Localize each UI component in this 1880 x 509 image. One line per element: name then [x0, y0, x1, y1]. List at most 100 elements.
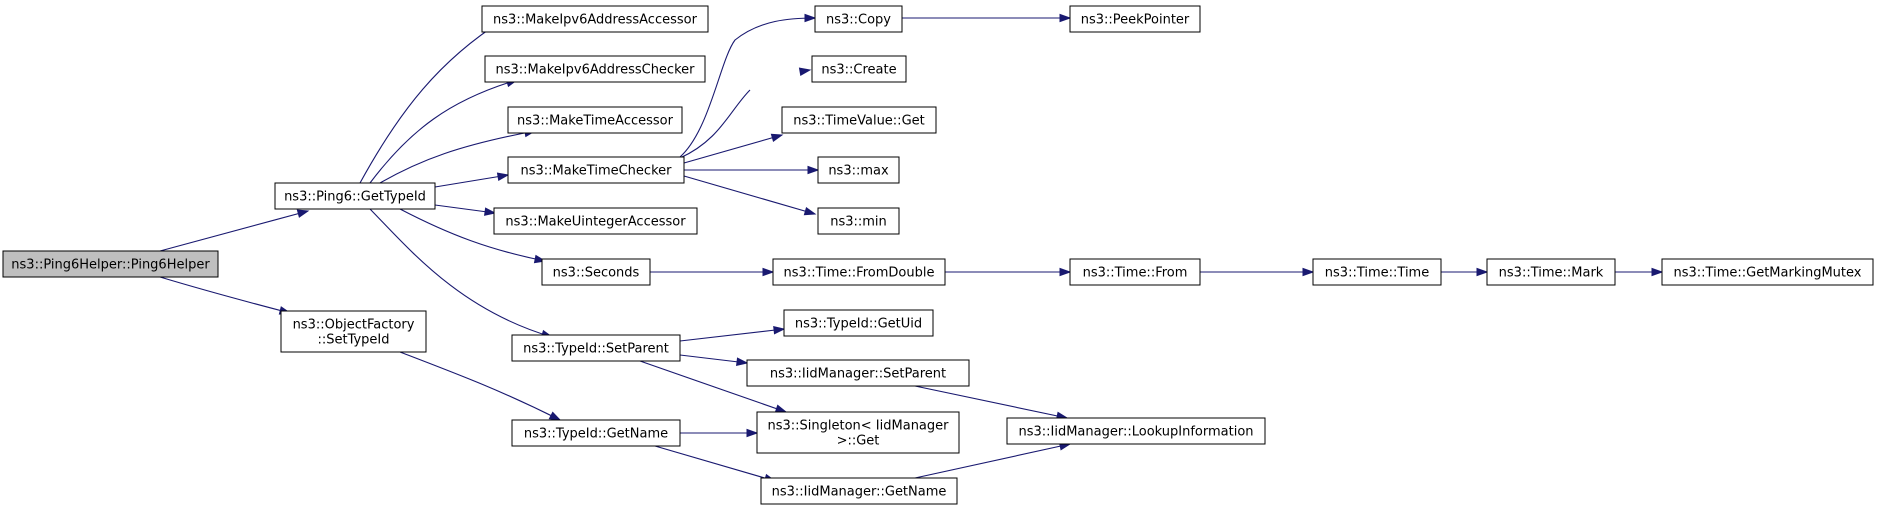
node-box: [507, 156, 685, 184]
node-box: [811, 55, 907, 83]
arrowhead: [762, 267, 775, 277]
edge-line: [434, 174, 509, 188]
node-label: ns3::IidManager::LookupInformation: [1018, 425, 1253, 440]
node-label: ns3::Seconds: [553, 266, 640, 281]
node-box: [1006, 417, 1266, 445]
node-label: ns3::Time::Time: [1325, 266, 1429, 281]
edge-time_fromdouble-to-time_from: [945, 267, 1072, 277]
node-typeid-getname[interactable]: ns3::TypeId::GetName: [511, 419, 681, 447]
node-iidmanager-getname[interactable]: ns3::IidManager::GetName: [760, 477, 958, 505]
node-label: ns3::min: [830, 215, 887, 230]
node-box: [1661, 258, 1874, 286]
arrowhead: [484, 207, 497, 216]
node-peekpointer[interactable]: ns3::PeekPointer: [1069, 5, 1201, 33]
edge-time_time-to-time_mark: [1441, 267, 1489, 277]
edge-line: [683, 134, 783, 164]
arrowhead: [807, 165, 820, 175]
node-time-getmarkingmutex[interactable]: ns3::Time::GetMarkingMutex: [1661, 258, 1874, 286]
node-box: [756, 411, 960, 454]
edge-copy-to-peekpointer: [902, 13, 1072, 23]
arrowhead: [770, 133, 784, 143]
node-time-fromdouble[interactable]: ns3::Time::FromDouble: [772, 258, 946, 286]
edge-ping6_gettypeid-to-maketimechecker: [434, 172, 510, 188]
node-box: [814, 5, 903, 33]
arrowhead: [296, 209, 310, 218]
arrowhead: [1476, 267, 1489, 277]
node-ping6helper[interactable]: ns3::Ping6Helper::Ping6Helper: [2, 250, 219, 278]
node-box: [817, 207, 900, 235]
node-box: [1312, 258, 1442, 286]
node-label: ns3::TypeId::GetUid: [795, 317, 922, 332]
node-label: ns3::Copy: [826, 13, 891, 28]
edge-line: [399, 208, 546, 262]
node-box: [541, 258, 651, 286]
edge-typeid_setparent-to-singleton_get: [639, 360, 788, 413]
node-typeid-setparent[interactable]: ns3::TypeId::SetParent: [511, 334, 681, 362]
edge-maketimechecker-to-create: [679, 67, 812, 159]
node-iidmanager-setparent[interactable]: ns3::IidManager::SetParent: [746, 359, 970, 387]
edge-line: [679, 354, 748, 364]
node-label: ns3::ObjectFactory: [293, 318, 415, 333]
node-ping6-gettypeid[interactable]: ns3::Ping6::GetTypeId: [274, 182, 436, 210]
edge-seconds-to-time_fromdouble: [650, 267, 775, 277]
node-label: ns3::TypeId::GetName: [524, 427, 668, 442]
node-label: ns3::Time::FromDouble: [784, 266, 935, 281]
node-label: ns3::MakeTimeAccessor: [517, 114, 674, 129]
edge-typeid_getname-to-singleton_get: [680, 428, 759, 438]
node-typeid-getuid[interactable]: ns3::TypeId::GetUid: [783, 309, 934, 337]
node-makeuintegeraccessor[interactable]: ns3::MakeUintegerAccessor: [493, 207, 698, 235]
node-label: ns3::PeekPointer: [1081, 13, 1190, 28]
node-box: [1069, 5, 1201, 33]
node-box: [511, 334, 681, 362]
node-min[interactable]: ns3::min: [817, 207, 900, 235]
arrowhead: [496, 172, 510, 181]
node-box: [511, 419, 681, 447]
edge-line: [683, 175, 816, 215]
edge-ping6_gettypeid-to-makeipv6addresschecker: [369, 78, 519, 184]
edge-line: [399, 351, 561, 421]
edge-line: [914, 443, 1071, 479]
arrowhead: [1651, 267, 1664, 277]
node-copy[interactable]: ns3::Copy: [814, 5, 903, 33]
node-box: [817, 156, 900, 184]
node-makeipv6addressaccessor[interactable]: ns3::MakeIpv6AddressAccessor: [481, 5, 709, 33]
arrowhead: [548, 411, 562, 421]
edge-line: [159, 210, 309, 252]
node-time-from[interactable]: ns3::Time::From: [1069, 258, 1201, 286]
edge-line: [679, 328, 785, 342]
node-maketimeaccessor[interactable]: ns3::MakeTimeAccessor: [507, 106, 683, 134]
node-label: ns3::Ping6Helper::Ping6Helper: [11, 258, 210, 273]
node-iidmanager-lookupinformation[interactable]: ns3::IidManager::LookupInformation: [1006, 417, 1266, 445]
node-makeipv6addresschecker[interactable]: ns3::MakeIpv6AddressChecker: [484, 55, 706, 83]
node-box: [507, 106, 683, 134]
node-max[interactable]: ns3::max: [817, 156, 900, 184]
node-box: [746, 359, 970, 387]
node-box: [781, 106, 937, 134]
edge-typeid_setparent-to-iidmanager_setparent: [679, 354, 749, 367]
node-timevalue-get[interactable]: ns3::TimeValue::Get: [781, 106, 937, 134]
edge-time_from-to-time_time: [1200, 267, 1315, 277]
node-maketimechecker[interactable]: ns3::MakeTimeChecker: [507, 156, 685, 184]
node-box: [274, 182, 436, 210]
edge-typeid_setparent-to-typeid_getuid: [679, 325, 786, 342]
edge-line: [159, 276, 291, 314]
node-box: [481, 5, 709, 33]
node-label: ns3::Time::Mark: [1499, 266, 1604, 281]
edge-maketimechecker-to-min: [683, 175, 817, 216]
node-singleton-get[interactable]: ns3::Singleton< IidManager >::Get: [756, 411, 960, 454]
edge-line: [639, 360, 787, 413]
node-create[interactable]: ns3::Create: [811, 55, 907, 83]
node-label: ns3::max: [828, 164, 889, 179]
node-time-mark[interactable]: ns3::Time::Mark: [1486, 258, 1616, 286]
edge-ping6helper-to-objectfactory_settypeid: [159, 276, 292, 315]
node-box: [760, 477, 958, 505]
edge-line: [914, 385, 1068, 419]
node-label: ns3::TimeValue::Get: [793, 114, 925, 129]
node-seconds[interactable]: ns3::Seconds: [541, 258, 651, 286]
node-time-time[interactable]: ns3::Time::Time: [1312, 258, 1442, 286]
node-box: [772, 258, 946, 286]
node-box: [1069, 258, 1201, 286]
node-objectfactory-settypeid[interactable]: ns3::ObjectFactory::SetTypeId: [280, 310, 427, 353]
node-label: ns3::Time::From: [1083, 266, 1188, 281]
node-label: ns3::IidManager::SetParent: [770, 367, 946, 382]
